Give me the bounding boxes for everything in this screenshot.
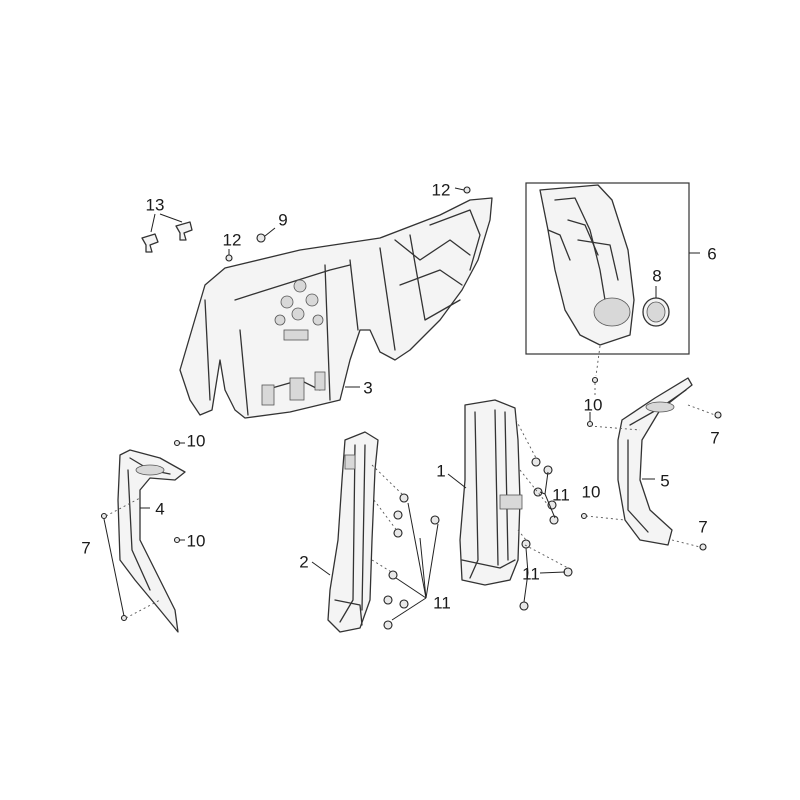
- callout-11-a: 11: [552, 485, 570, 505]
- callout-13: 13: [145, 195, 165, 215]
- callout-12-left: 12: [222, 230, 242, 250]
- part-4-left-pillar: [117, 449, 186, 633]
- part-11-nuts: [371, 419, 573, 630]
- part-5-right-pillar: [617, 377, 693, 546]
- callout-5: 5: [660, 471, 670, 491]
- callout-7-b: 7: [710, 428, 720, 448]
- callout-10-d: 10: [581, 482, 601, 502]
- part-3-rear-panel: [179, 197, 493, 419]
- part-2-left-channel: [327, 431, 379, 633]
- callout-7-c: 7: [698, 517, 708, 537]
- part-6-side-trim: [539, 184, 635, 346]
- part-8-emblem: [642, 286, 670, 327]
- part-1-right-channel: [459, 399, 523, 586]
- callout-10-c: 10: [583, 395, 603, 415]
- callout-1: 1: [436, 461, 446, 481]
- callout-7-a: 7: [81, 538, 91, 558]
- callout-9: 9: [278, 210, 288, 230]
- part-13-clips: [141, 213, 193, 253]
- callout-12-top: 12: [431, 180, 451, 200]
- callout-10-a: 10: [186, 431, 206, 451]
- callout-10-b: 10: [186, 531, 206, 551]
- callout-3: 3: [363, 378, 373, 398]
- callout-4: 4: [155, 499, 165, 519]
- part-12-screws: [225, 186, 471, 262]
- callout-8: 8: [652, 266, 662, 286]
- callout-6: 6: [707, 244, 717, 264]
- callout-11-b: 11: [522, 564, 540, 584]
- callout-2: 2: [299, 552, 309, 572]
- part-7-fasteners: [100, 404, 722, 622]
- part-9-screw: [256, 227, 276, 243]
- callout-11-c: 11: [433, 593, 451, 613]
- inset-frame: [525, 182, 690, 355]
- part-10-fasteners: [173, 376, 641, 544]
